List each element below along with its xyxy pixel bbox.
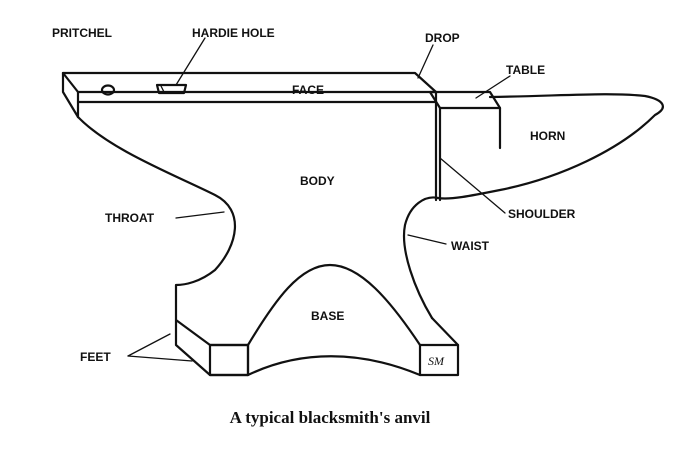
label-shoulder: SHOULDER [508,207,576,221]
pritchel-hole [100,84,116,96]
anvil-base-arch [246,263,422,347]
label-throat: THROAT [105,211,155,225]
anvil-table [428,90,502,110]
label-table: TABLE [506,63,545,77]
diagram-caption: A typical blacksmith's anvil [230,408,431,427]
labels: PRITCHEL HARDIE HOLE DROP TABLE FACE HOR… [52,26,576,368]
anvil-right-foot [418,343,460,377]
throat-leader [175,211,225,219]
label-body: BODY [300,174,335,188]
anvil-drawing [61,71,664,377]
table-leader [475,75,511,99]
feet-leader-upper [127,333,171,357]
drop-leader [417,44,434,79]
label-base: BASE [311,309,344,323]
anvil-horn [436,93,664,200]
label-feet: FEET [80,350,111,364]
anvil-face-front [61,71,80,119]
waist-leader [407,234,447,245]
anvil-base-bottom [246,355,422,377]
hardie-hole-inner [160,85,165,93]
label-drop: DROP [425,31,460,45]
hardie-hole-leader [175,37,206,86]
feet-leader-lower [127,355,193,362]
anvil-body-outline [76,115,250,377]
label-waist: WAIST [451,239,490,253]
label-face: FACE [292,83,324,97]
label-hardie-hole: HARDIE HOLE [192,26,275,40]
anvil-waist-side [403,196,440,320]
label-pritchel: PRITCHEL [52,26,112,40]
anvil-left-foot [208,343,250,377]
label-maker-mark: SM [428,354,445,368]
label-horn: HORN [530,129,565,143]
leader-lines [127,37,511,362]
anvil-face-top [61,71,438,94]
anvil-right-foot-side [430,316,460,347]
shoulder-leader [439,157,506,214]
